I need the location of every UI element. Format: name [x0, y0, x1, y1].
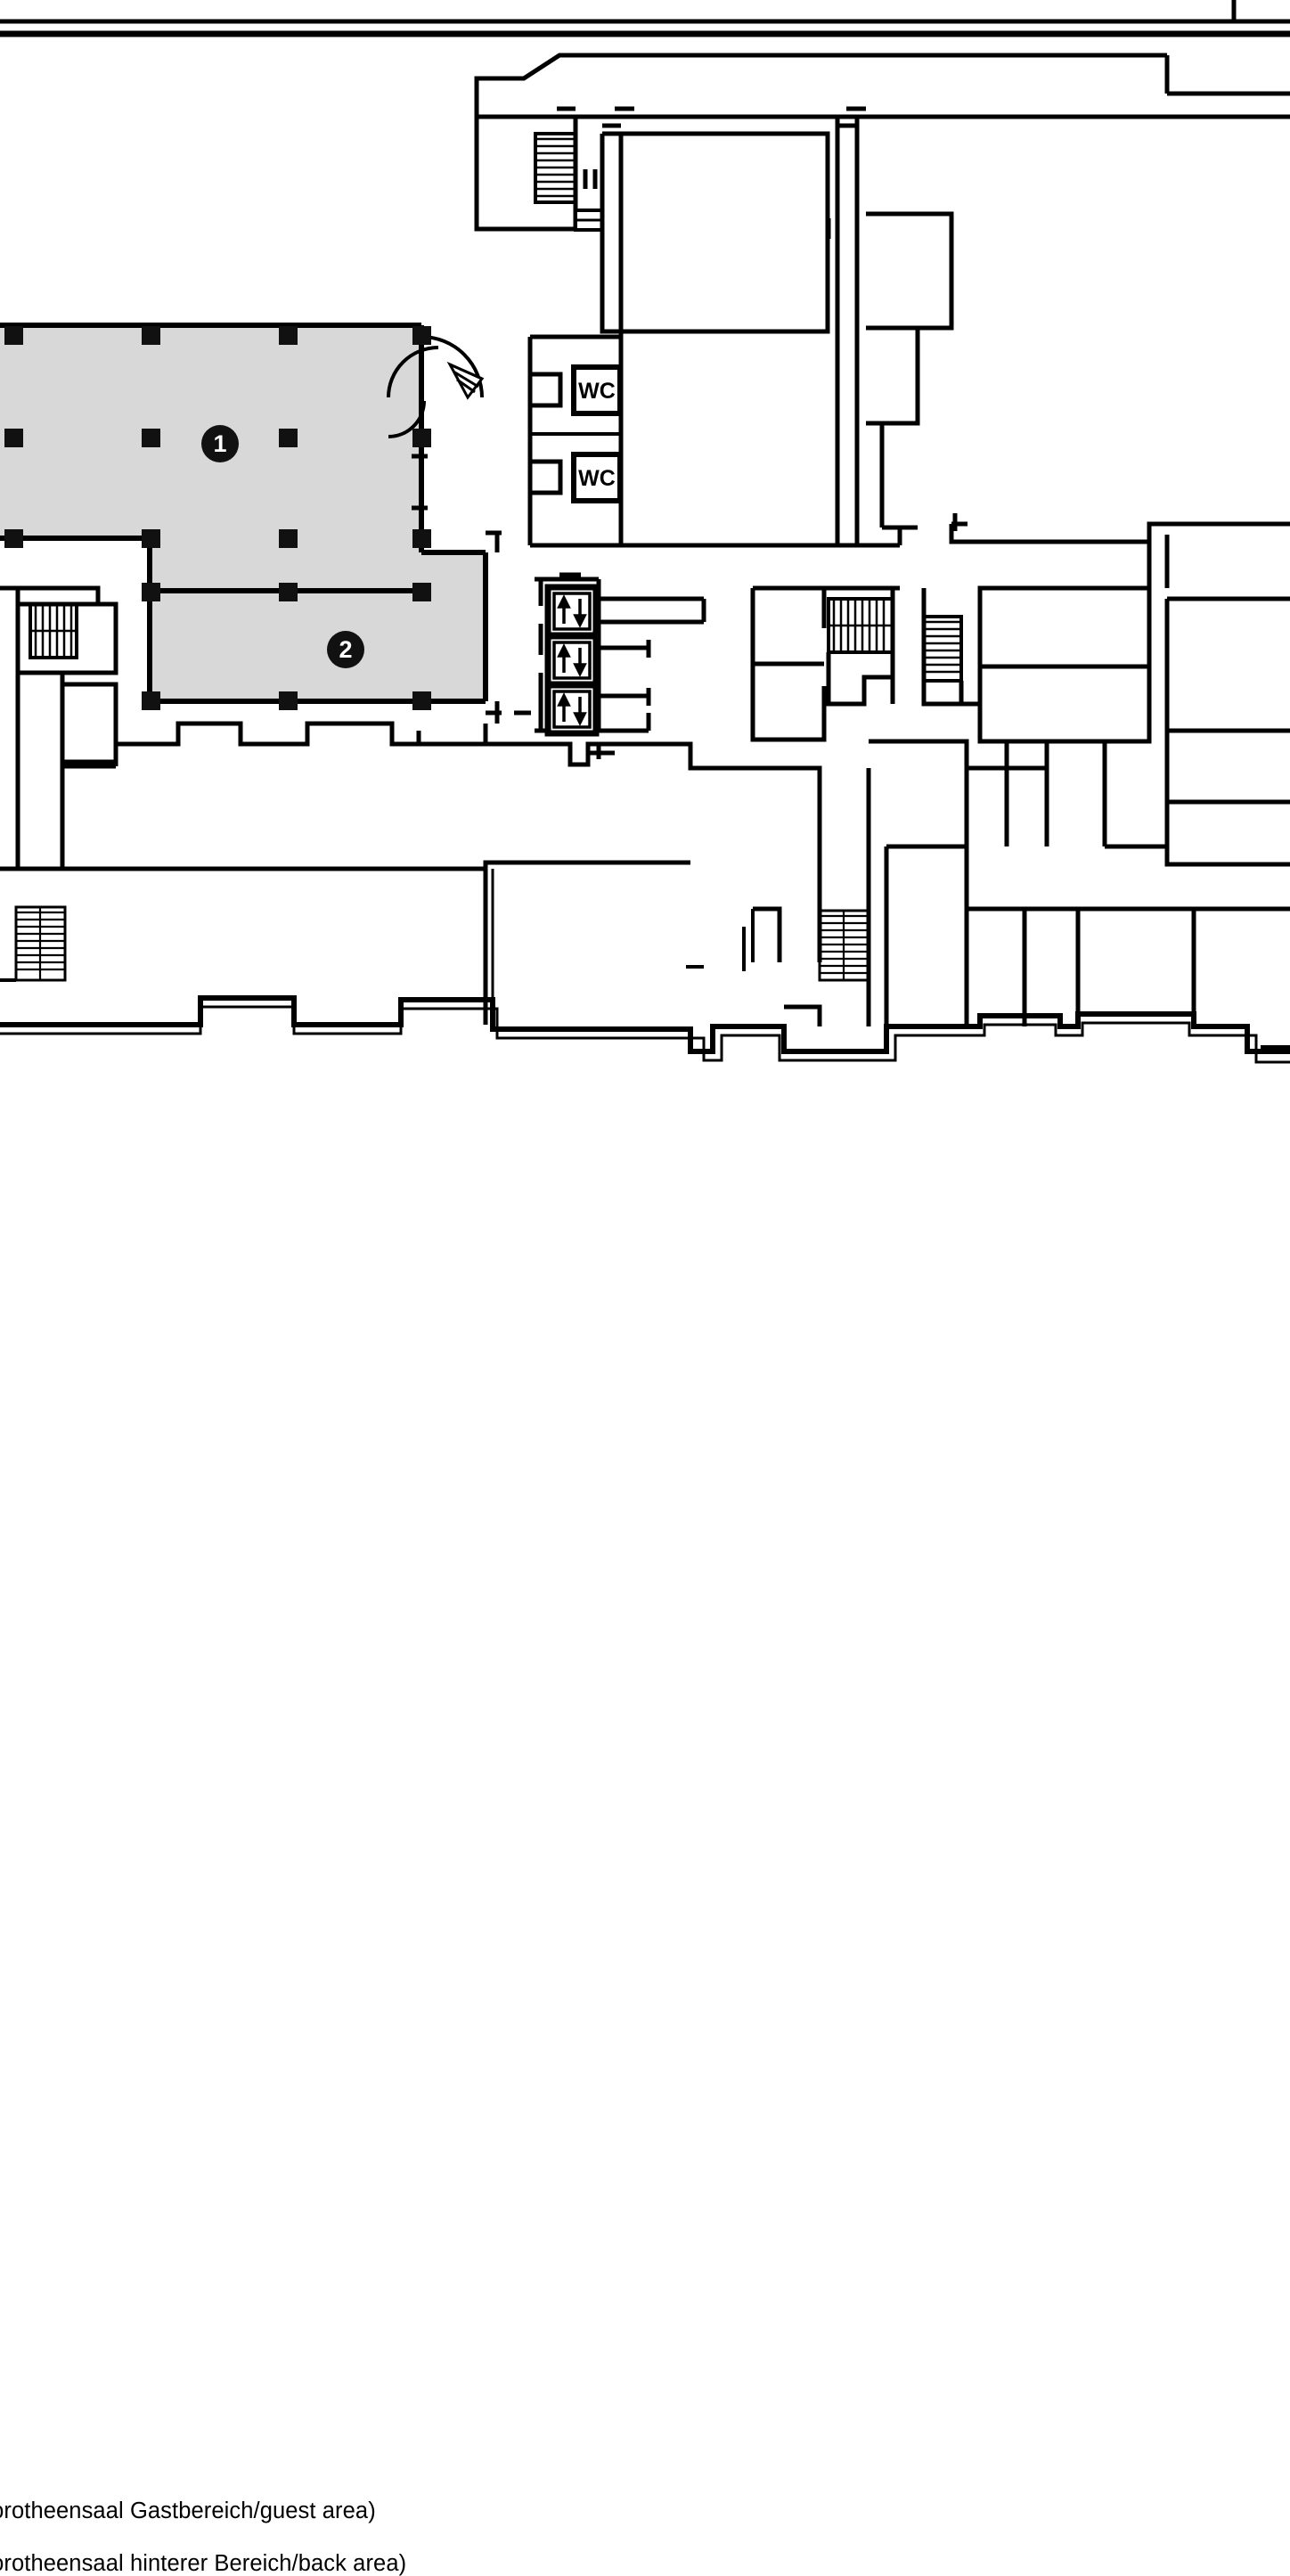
room-2-fill[interactable] [150, 591, 486, 701]
legend-item-1-text: (Dorotheensaal Gastbereich/guest area) [0, 2498, 376, 2523]
room-marker-2[interactable]: 2 [327, 631, 364, 668]
stair-treads-left-lower [16, 907, 65, 980]
elevator-1-icon[interactable] [544, 584, 600, 639]
room-marker-1[interactable]: 1 [201, 425, 239, 462]
stair-treads-b [924, 620, 961, 674]
wc-upper[interactable]: WC [571, 364, 623, 416]
legend-item-2: (Dorotheensaal hinterer Bereich/back are… [0, 2551, 407, 2576]
legend-item-1: (Dorotheensaal Gastbereich/guest area) [0, 2498, 376, 2523]
stair-treads-north [535, 137, 576, 198]
elevator-symbols [544, 584, 600, 737]
room-markers: 1 2 [201, 425, 364, 668]
floor-plan-drawing: WC WC [0, 0, 1290, 1064]
elevator-2-icon[interactable] [544, 633, 600, 688]
structural-columns [4, 326, 431, 710]
room-marker-1-label: 1 [213, 430, 226, 457]
wc-lower-label: WC [578, 466, 616, 491]
stair-treads-a [829, 599, 893, 652]
stair-treads-lower-mid [820, 911, 869, 980]
legend-item-2-text: (Dorotheensaal hinterer Bereich/back are… [0, 2551, 407, 2576]
stair-treads-left-upper [30, 604, 77, 658]
room-marker-2-label: 2 [339, 636, 352, 663]
wall-lines [0, 0, 1290, 1064]
wc-upper-label: WC [578, 379, 616, 404]
wc-lower[interactable]: WC [571, 452, 623, 503]
entrance-door-symbol [387, 335, 485, 438]
wc-labels: WC WC [571, 364, 623, 503]
room-2-upper-extension [421, 552, 486, 591]
elevator-3-icon[interactable] [544, 682, 600, 737]
